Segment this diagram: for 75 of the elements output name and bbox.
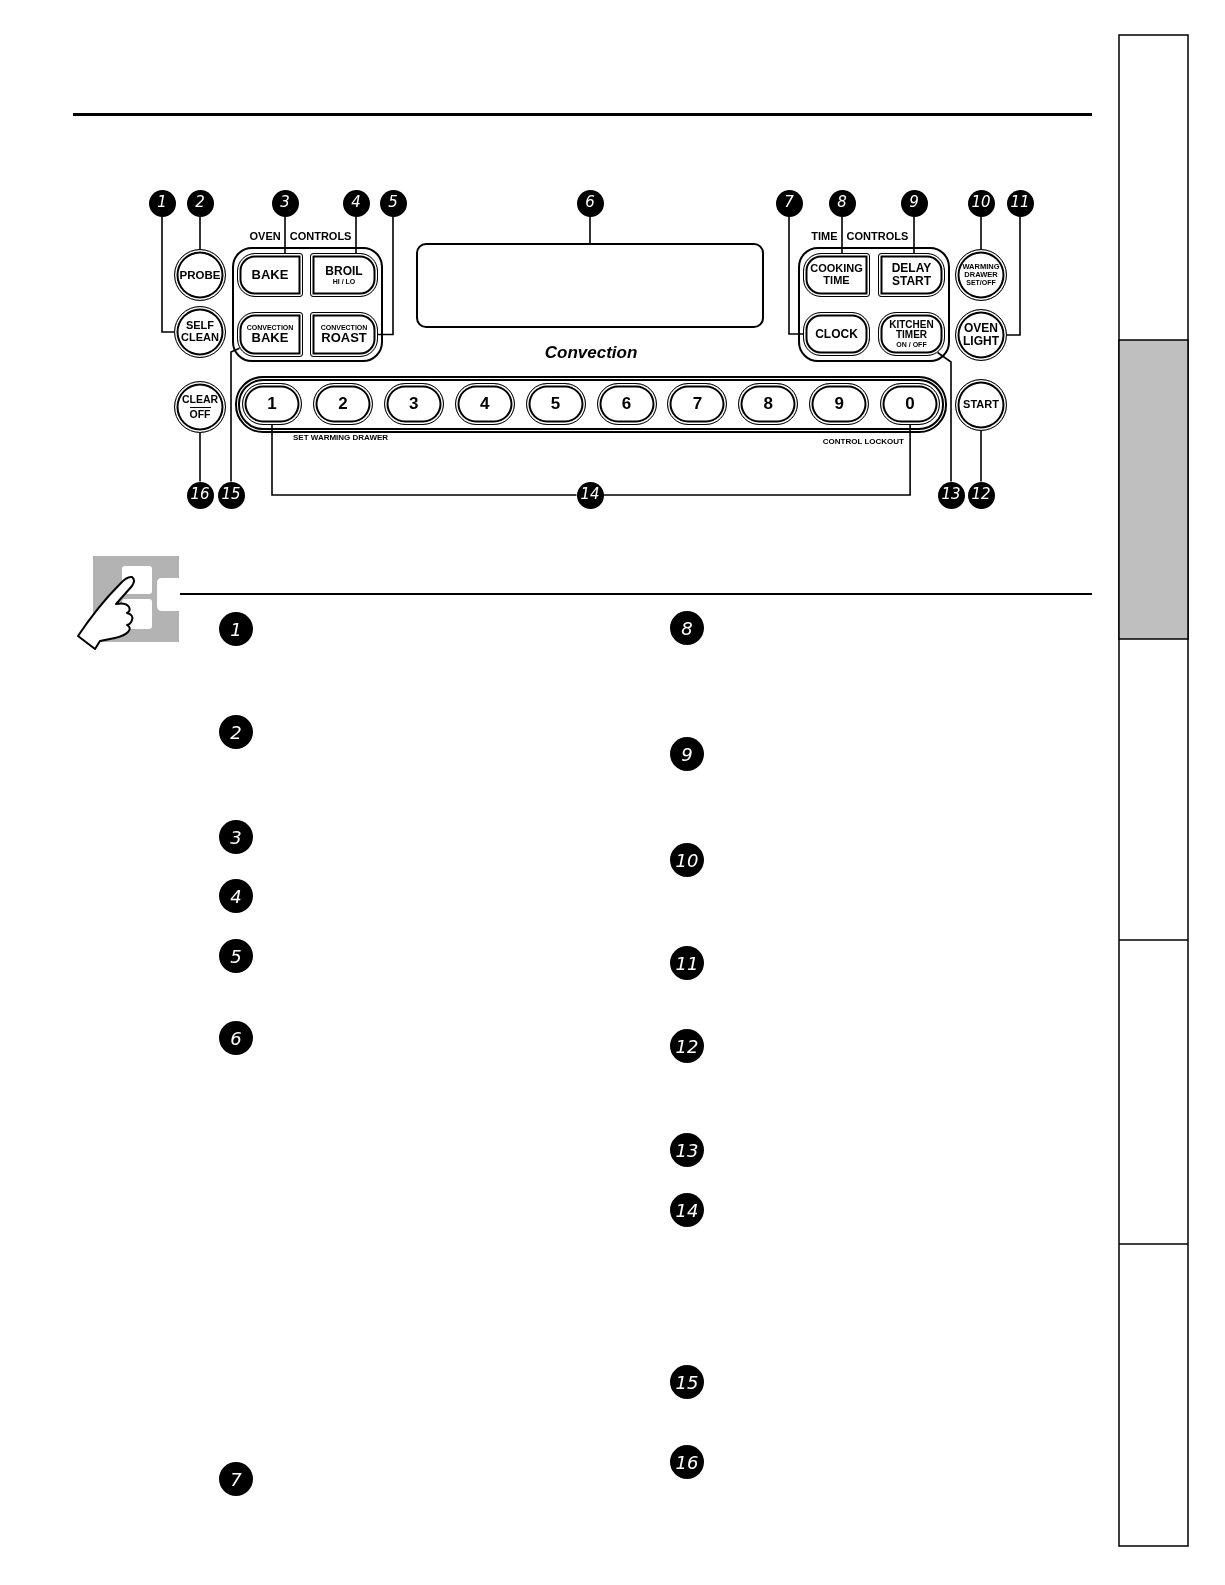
key-caption: CONTROL LOCKOUT bbox=[822, 437, 904, 447]
callout-number: 3 bbox=[219, 820, 253, 854]
leader-line bbox=[841, 215, 843, 254]
callout-number: 11 bbox=[1006, 189, 1034, 217]
round-key: OVEN LIGHT bbox=[955, 309, 1007, 361]
callout-number: 4 bbox=[342, 189, 370, 217]
leader-line bbox=[788, 215, 804, 335]
callout-number: 1 bbox=[219, 612, 253, 646]
number-key: 2 bbox=[312, 383, 373, 425]
number-key: 9 bbox=[809, 383, 870, 425]
callout-number: 2 bbox=[186, 189, 214, 217]
leader-line bbox=[284, 215, 286, 254]
callout-number: 8 bbox=[828, 189, 856, 217]
number-key: 0 bbox=[880, 383, 941, 425]
number-key: 7 bbox=[667, 383, 728, 425]
control-key: COOKING TIME bbox=[803, 253, 870, 297]
keypad-frame bbox=[235, 376, 947, 433]
control-key: CLOCK bbox=[803, 312, 870, 356]
callout-number: 14 bbox=[670, 1193, 704, 1227]
callout-number: 8 bbox=[670, 611, 704, 645]
callout-number: 9 bbox=[900, 189, 928, 217]
callout-number: 6 bbox=[576, 189, 604, 217]
callout-number: 13 bbox=[670, 1133, 704, 1167]
callout-number: 10 bbox=[670, 843, 704, 877]
group-heading: OVEN CONTROLS bbox=[249, 229, 352, 243]
number-key: 1 bbox=[242, 383, 302, 425]
key-caption: SET WARMING DRAWER bbox=[293, 433, 389, 443]
display-window bbox=[416, 243, 764, 328]
leader-line bbox=[377, 215, 394, 336]
callout-number: 13 bbox=[937, 481, 965, 509]
leader-line bbox=[161, 215, 175, 333]
callout-number: 9 bbox=[670, 737, 704, 771]
group-heading: TIME CONTROLS bbox=[811, 229, 909, 243]
leader-line bbox=[936, 351, 952, 483]
leader-line bbox=[913, 215, 915, 254]
callout-number: 16 bbox=[186, 481, 214, 509]
number-key: 3 bbox=[383, 383, 444, 425]
round-key: PROBE bbox=[174, 249, 226, 301]
callout-number: 16 bbox=[670, 1445, 704, 1479]
leader-line bbox=[980, 430, 982, 483]
round-key: CLEAR OFF bbox=[174, 381, 226, 433]
leader-line bbox=[355, 215, 357, 254]
control-key: BAKE bbox=[237, 253, 303, 297]
callout-number: 11 bbox=[670, 946, 704, 980]
callout-number: 4 bbox=[219, 879, 253, 913]
leader-line bbox=[602, 424, 911, 496]
callout-number: 6 bbox=[219, 1021, 253, 1055]
callout-number: 3 bbox=[271, 189, 299, 217]
number-key: 4 bbox=[454, 383, 515, 425]
callout-number: 10 bbox=[967, 189, 995, 217]
callout-number: 14 bbox=[576, 481, 604, 509]
callout-number: 15 bbox=[670, 1365, 704, 1399]
panel-caption: Convection bbox=[544, 343, 638, 363]
leader-line bbox=[199, 432, 201, 483]
callout-number: 1 bbox=[148, 189, 176, 217]
callout-number: 2 bbox=[219, 715, 253, 749]
leader-line bbox=[980, 215, 982, 250]
leader-line bbox=[589, 215, 591, 244]
leader-line bbox=[199, 215, 201, 250]
number-key: 5 bbox=[525, 383, 586, 425]
leader-line bbox=[271, 424, 578, 496]
number-key: 8 bbox=[738, 383, 799, 425]
callout-number: 12 bbox=[670, 1029, 704, 1063]
callout-number: 5 bbox=[219, 939, 253, 973]
leader-line bbox=[1006, 215, 1021, 336]
callout-number: 15 bbox=[217, 481, 245, 509]
callout-number: 5 bbox=[379, 189, 407, 217]
round-key: START bbox=[955, 379, 1007, 431]
round-key: SELF CLEAN bbox=[174, 306, 226, 358]
callout-number: 12 bbox=[967, 481, 995, 509]
control-key: DELAY START bbox=[878, 253, 945, 297]
number-key: 6 bbox=[596, 383, 657, 425]
callout-number: 7 bbox=[775, 189, 803, 217]
leader-line bbox=[230, 347, 241, 483]
callout-number: 7 bbox=[219, 1462, 253, 1496]
